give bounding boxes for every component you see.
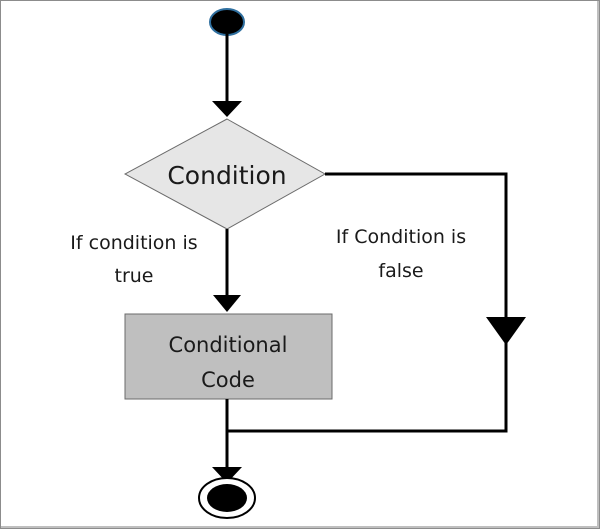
process-label-line2: Code [201,368,255,392]
false-label-line2: false [378,260,423,282]
edge-decision-false-branch [227,172,508,433]
process-label-line1: Conditional [169,333,288,357]
process-node [124,313,333,400]
arrowhead-false-branch [486,317,526,345]
arrowhead-process-to-end [212,467,242,483]
arrowhead-start-to-decision [212,101,242,117]
false-label-line1: If Condition is [336,226,466,248]
decision-label: Condition [167,161,286,190]
arrowhead-decision-to-process [213,295,241,312]
end-node-core [207,484,247,512]
true-label-line1: If condition is [70,232,197,254]
true-label-line2: true [115,265,154,287]
start-node [209,8,245,36]
